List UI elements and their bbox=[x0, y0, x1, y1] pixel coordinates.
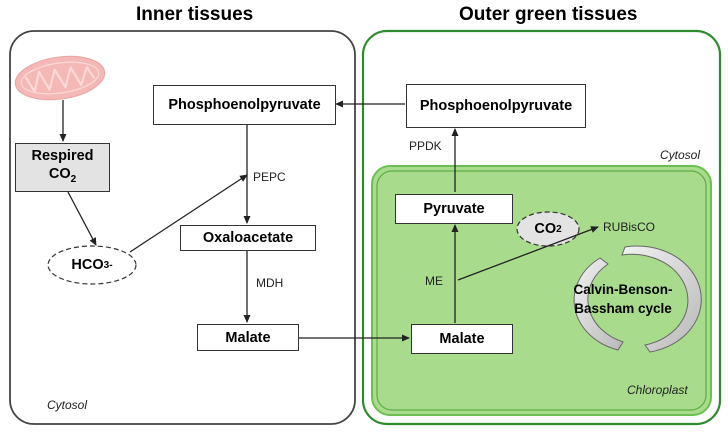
calvin-cycle-arc-left bbox=[573, 257, 624, 351]
respired-line2: CO2 bbox=[48, 165, 77, 185]
calvin-cycle-arc-right bbox=[621, 245, 702, 353]
outer-pep-box: Phosphoenolpyruvate bbox=[406, 84, 586, 128]
inner-tissues-title: Inner tissues bbox=[136, 4, 254, 25]
arrow-me-to-rubisco bbox=[457, 226, 599, 281]
hco3-oval-shape bbox=[47, 245, 137, 285]
chloroplast-inner-membrane bbox=[376, 170, 707, 411]
co2-oval-shape bbox=[516, 211, 580, 247]
calvin-cycle-label: Calvin-Benson- Bassham cycle bbox=[573, 282, 673, 316]
outer-tissues-title: Outer green tissues bbox=[459, 4, 638, 25]
chloroplast-label: Chloroplast bbox=[627, 383, 688, 397]
inner-pep-box: Phosphoenolpyruvate bbox=[153, 85, 336, 125]
mdh-label: MDH bbox=[256, 276, 284, 290]
inner-cytosol-label: Cytosol bbox=[47, 398, 88, 412]
pyruvate-box: Pyruvate bbox=[395, 194, 513, 224]
chloroplast-malate-box: Malate bbox=[411, 324, 513, 354]
arrow-respired-to-hco3 bbox=[67, 191, 97, 246]
oxaloacetate-box: Oxaloacetate bbox=[180, 225, 316, 251]
respired-line1: Respired bbox=[31, 147, 94, 164]
respired-co2-box: Respired CO2 bbox=[15, 143, 110, 192]
arrow-hco3-to-pepc bbox=[129, 174, 248, 253]
inner-malate-box: Malate bbox=[197, 324, 299, 351]
me-label: ME bbox=[425, 274, 443, 288]
mitochondrion-icon bbox=[14, 55, 106, 101]
ppdk-label: PPDK bbox=[409, 139, 442, 153]
pepc-label: PEPC bbox=[253, 170, 286, 184]
outer-cytosol-label: Cytosol bbox=[660, 148, 701, 162]
rubisco-label: RUBisCO bbox=[603, 220, 656, 234]
